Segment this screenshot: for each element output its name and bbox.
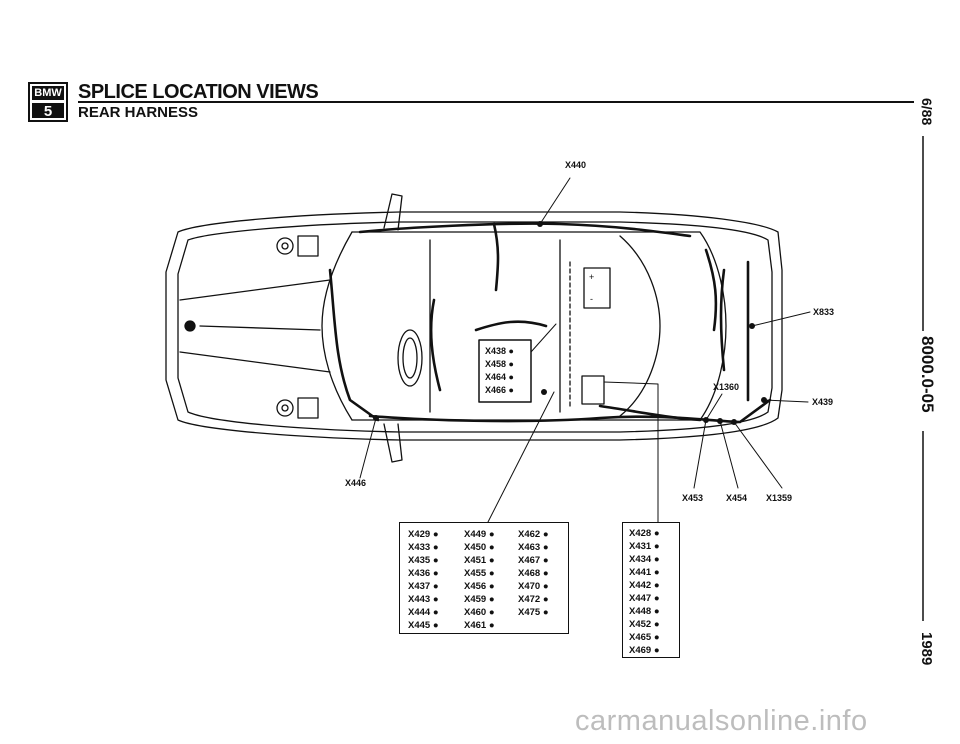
leader-x454 <box>719 420 739 489</box>
splice-item: X452 ● <box>629 619 660 630</box>
hood-crease-bottom <box>179 351 331 373</box>
svg-text:+: + <box>589 272 594 282</box>
leader-x440 <box>539 177 571 225</box>
leader-right-box <box>603 381 659 525</box>
splice-item: X468 ● <box>518 568 549 579</box>
splice-item: X447 ● <box>629 593 660 604</box>
label-x833: X833 <box>813 307 835 317</box>
side-strip-rule <box>922 136 924 621</box>
splice-item: X442 ● <box>629 580 660 591</box>
splice-item: X443 ● <box>408 594 439 605</box>
splice-item: X470 ● <box>518 581 549 592</box>
leader-x1359 <box>733 421 783 489</box>
splice-list-right: X428 ● X431 ● X434 ● X441 ● X442 ● X447 … <box>622 522 680 658</box>
inset-item: X438 ● <box>485 346 514 356</box>
splice-item: X436 ● <box>408 568 439 579</box>
leader-x1360 <box>705 393 723 421</box>
inset-box-frame <box>478 339 532 403</box>
label-x454: X454 <box>726 493 748 503</box>
hood-center <box>199 325 321 331</box>
left-mirror <box>383 193 403 231</box>
leader-left-box <box>487 391 555 523</box>
splice-item: X450 ● <box>464 542 495 553</box>
splice-item: X451 ● <box>464 555 495 566</box>
splice-item: X435 ● <box>408 555 439 566</box>
inset-item: X464 ● <box>485 372 514 382</box>
headlight-bottom <box>276 399 294 417</box>
harness-center <box>474 320 548 332</box>
splice-item: X467 ● <box>518 555 549 566</box>
front-emblem <box>184 320 196 332</box>
splice-item: X465 ● <box>629 632 660 643</box>
splice-item: X433 ● <box>408 542 439 553</box>
label-x440: X440 <box>565 160 587 170</box>
headlight-top <box>276 237 294 255</box>
label-x1359: X1359 <box>766 493 793 503</box>
harness-rear-left <box>598 404 702 422</box>
leader-x833 <box>751 311 811 327</box>
label-x453: X453 <box>682 493 704 503</box>
splice-item: X469 ● <box>629 645 660 656</box>
splice-item: X472 ● <box>518 594 549 605</box>
splice-item: X434 ● <box>629 554 660 565</box>
rear-module <box>581 375 605 405</box>
harness-left <box>328 268 380 422</box>
splice-item: X475 ● <box>518 607 549 618</box>
splice-item: X428 ● <box>629 528 660 539</box>
splice-item: X455 ● <box>464 568 495 579</box>
splice-item: X431 ● <box>629 541 660 552</box>
logo-brand: BMW <box>32 86 64 100</box>
splice-list-left: X429 ● X433 ● X435 ● X436 ● X437 ● X443 … <box>399 522 569 634</box>
label-x446: X446 <box>345 478 367 488</box>
leader-x453 <box>693 419 707 489</box>
harness-top <box>358 222 692 238</box>
splice-item: X460 ● <box>464 607 495 618</box>
steering-wheel <box>397 329 423 387</box>
harness-center-top <box>492 222 500 292</box>
rear-window <box>619 235 661 417</box>
splice-item: X461 ● <box>464 620 495 631</box>
splice-item: X459 ● <box>464 594 495 605</box>
hood-crease-top <box>179 279 331 301</box>
battery <box>583 267 611 309</box>
bmw-5-logo: BMW 5 <box>28 82 68 122</box>
page-title: SPLICE LOCATION VIEWS <box>78 81 319 103</box>
splice-item: X449 ● <box>464 529 495 540</box>
page-subtitle: REAR HARNESS <box>78 104 199 121</box>
side-strip: 6/88 8000.0-05 1989 <box>905 96 945 716</box>
splice-item: X448 ● <box>629 606 660 617</box>
right-mirror <box>383 423 403 463</box>
logo-series: 5 <box>32 103 64 120</box>
splice-item: X444 ● <box>408 607 439 618</box>
splice-item: X445 ● <box>408 620 439 631</box>
inset-item: X466 ● <box>485 385 514 395</box>
splice-item: X456 ● <box>464 581 495 592</box>
windshield <box>321 231 353 421</box>
inset-item: X458 ● <box>485 359 514 369</box>
splice-item: X463 ● <box>518 542 549 553</box>
label-x1360: X1360 <box>713 382 740 392</box>
title-rule <box>78 101 914 103</box>
splice-item: X462 ● <box>518 529 549 540</box>
harness-right-inner <box>704 248 718 332</box>
leader-x446 <box>359 417 377 479</box>
splice-item: X429 ● <box>408 529 439 540</box>
watermark-text: carmanualsonline.info <box>575 705 868 737</box>
car-body-inner <box>177 221 773 433</box>
svg-text:-: - <box>590 294 593 304</box>
splice-item: X437 ● <box>408 581 439 592</box>
leader-inset <box>530 323 557 353</box>
splice-item: X441 ● <box>629 567 660 578</box>
roof-outline <box>351 231 727 421</box>
leader-x439 <box>763 399 809 403</box>
car-body-outline <box>165 211 783 441</box>
label-x439: X439 <box>812 397 834 407</box>
